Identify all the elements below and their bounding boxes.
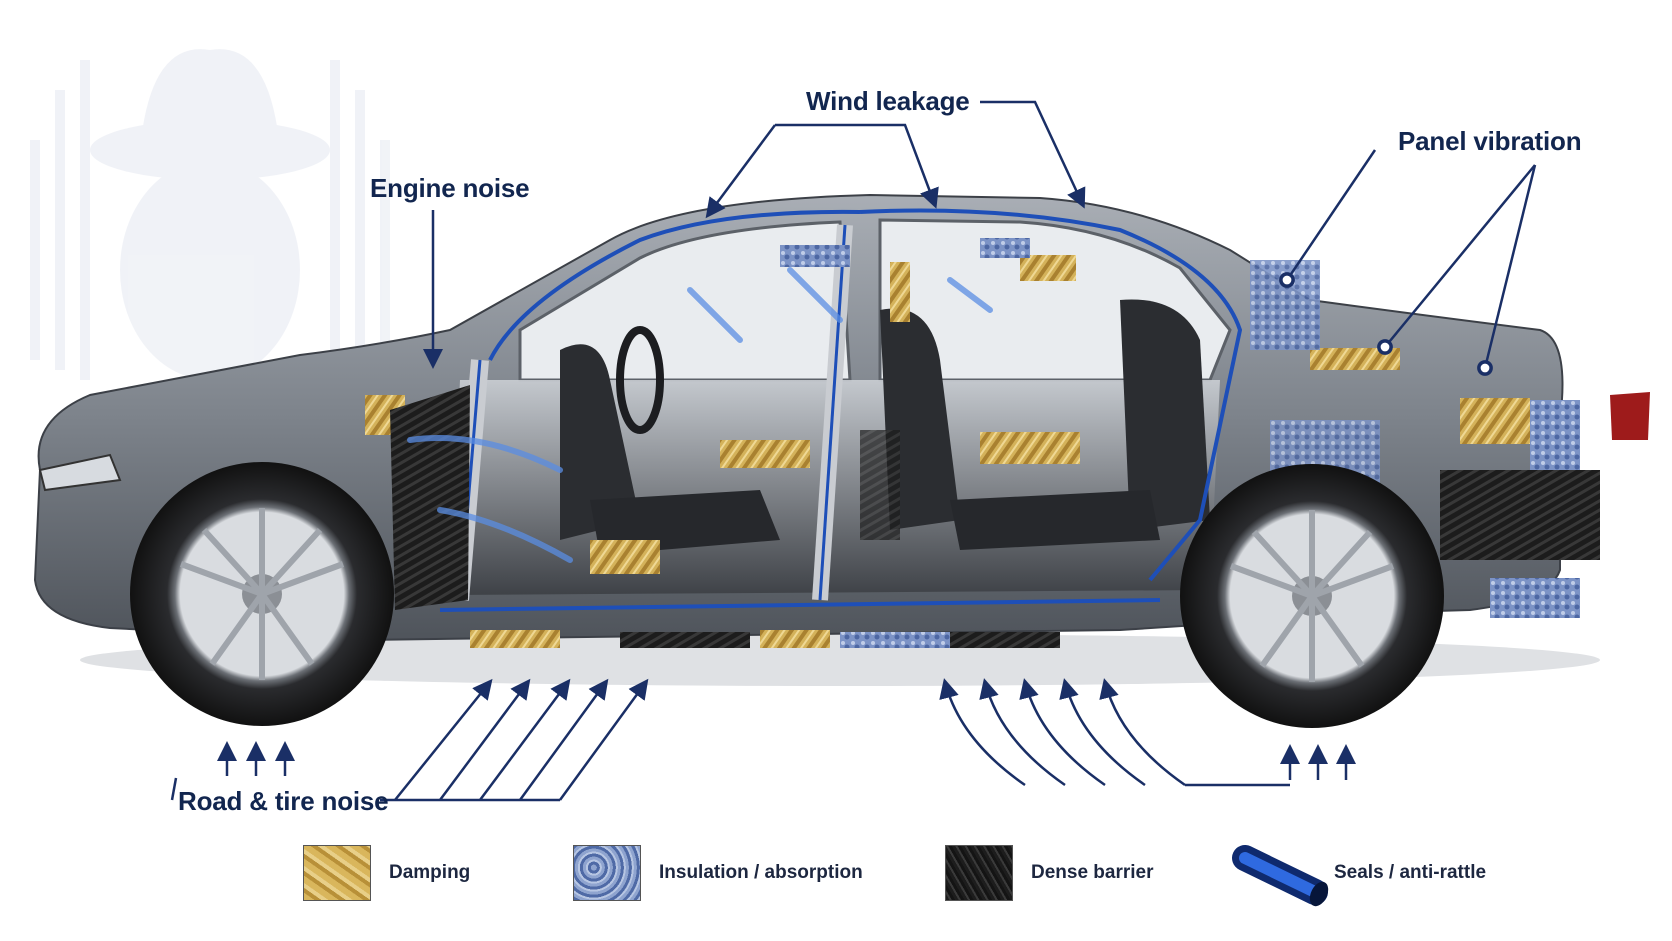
engine-noise-callout: Engine noise xyxy=(370,173,530,203)
damping-swatch xyxy=(303,845,371,901)
dense-barrier-swatch xyxy=(945,845,1013,901)
road-tire-noise-callout: Road & tire noise xyxy=(178,786,389,816)
legend-seals: Seals / anti-rattle xyxy=(1230,844,1486,902)
seal-tube-icon xyxy=(1232,845,1329,907)
legend-damping-label: Damping xyxy=(389,862,471,883)
insulation-swatch xyxy=(573,845,641,901)
front-wheel xyxy=(130,462,394,726)
rear-wheel xyxy=(1180,464,1444,728)
panel-vibration-callout: Panel vibration xyxy=(1398,126,1582,156)
legend-damping: Damping xyxy=(303,844,470,902)
legend-insulation-label: Insulation / absorption xyxy=(659,862,863,883)
legend-seals-label: Seals / anti-rattle xyxy=(1334,862,1487,883)
watermark-logo xyxy=(30,49,390,380)
legend-dense-barrier: Dense barrier xyxy=(945,844,1154,902)
legend-insulation: Insulation / absorption xyxy=(573,844,863,902)
legend-dense-barrier-label: Dense barrier xyxy=(1031,862,1154,883)
wind-leakage-callout: Wind leakage xyxy=(806,86,970,116)
